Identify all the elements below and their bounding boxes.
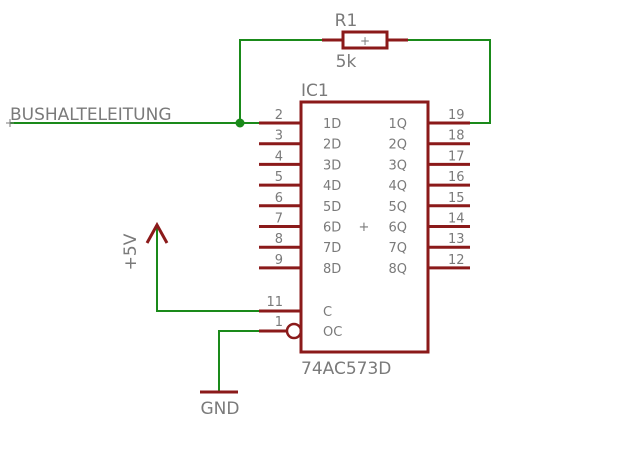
pin-5-number: 5 <box>275 170 283 185</box>
pin-18-number: 18 <box>448 129 465 144</box>
pin-15-name: 5Q <box>388 200 407 215</box>
pin-9-name: 8D <box>323 262 341 277</box>
ic-part-number: 74AC573D <box>301 359 391 379</box>
pin-9-number: 9 <box>275 253 283 268</box>
pin-1-inversion-bubble <box>285 322 303 340</box>
pin-5-name: 4D <box>323 179 341 194</box>
pin-13-number: 13 <box>448 232 465 247</box>
net-label-bushalteleitung: BUSHALTELEITUNG <box>10 105 172 125</box>
gnd-label: GND <box>201 399 240 419</box>
pin-2-number: 2 <box>275 108 283 123</box>
ic-name: IC1 <box>301 81 329 101</box>
pin-6-number: 6 <box>275 191 283 206</box>
pin-2-name: 1D <box>323 117 341 132</box>
ic-left-pins: 2 1D 3 2D 4 3D 5 4D 6 5D 7 6D 8 7D 9 8D <box>259 108 341 277</box>
resistor-origin-mark: + <box>360 34 370 48</box>
junction-dot <box>235 118 245 128</box>
pin-15-number: 15 <box>448 191 465 206</box>
pin-11-name: C <box>323 305 332 320</box>
vcc-symbol[interactable]: +5V <box>121 221 169 270</box>
pin-7-number: 7 <box>275 212 283 227</box>
resistor-r1[interactable]: + R1 5k <box>322 11 408 72</box>
vcc-arrow <box>145 221 169 244</box>
resistor-name: R1 <box>335 11 358 31</box>
pin-19-number: 19 <box>448 108 465 123</box>
ic-origin-mark: + <box>359 220 370 235</box>
pin-1-name: OC <box>323 325 342 340</box>
bus-wire-end-mark <box>6 119 14 127</box>
vcc-wire <box>156 228 259 312</box>
gnd-symbol[interactable]: GND <box>200 390 240 419</box>
resistor-left-wire <box>239 39 322 123</box>
pin-3-number: 3 <box>275 129 283 144</box>
gnd-wire <box>218 330 259 392</box>
resistor-value: 5k <box>336 52 357 72</box>
pin-16-name: 4Q <box>388 179 407 194</box>
pin-19-name: 1Q <box>388 117 407 132</box>
resistor-right-wire <box>408 39 491 124</box>
pin-13-name: 7Q <box>388 241 407 256</box>
pin-7-name: 6D <box>323 221 341 236</box>
pin-4-name: 3D <box>323 158 341 173</box>
pin-17-name: 3Q <box>388 158 407 173</box>
pin-6-name: 5D <box>323 200 341 215</box>
wires <box>6 39 491 392</box>
pin-14-number: 14 <box>448 212 465 227</box>
pin-4-number: 4 <box>275 149 283 164</box>
pin-14-name: 6Q <box>388 221 407 236</box>
pin-1-number: 1 <box>275 315 283 330</box>
ic-right-pins: 19 1Q 18 2Q 17 3Q 16 4Q 15 5Q 14 6Q 13 7Q 12 8Q <box>388 108 470 277</box>
pin-18-name: 2Q <box>388 138 407 153</box>
pin-12-number: 12 <box>448 253 465 268</box>
vcc-label: +5V <box>121 233 141 270</box>
pin-8-name: 7D <box>323 241 341 256</box>
pin-8-number: 8 <box>275 232 283 247</box>
ic-74ac573d[interactable]: IC1 74AC573D + 21D32D43D54D65D76D87D98D … <box>259 81 470 379</box>
pin-16-number: 16 <box>448 170 465 185</box>
resistor-body <box>341 30 389 50</box>
pin-3-name: 2D <box>323 138 341 153</box>
pin-11-number: 11 <box>266 295 283 310</box>
pin-12-name: 8Q <box>388 262 407 277</box>
pin-17-number: 17 <box>448 149 465 164</box>
